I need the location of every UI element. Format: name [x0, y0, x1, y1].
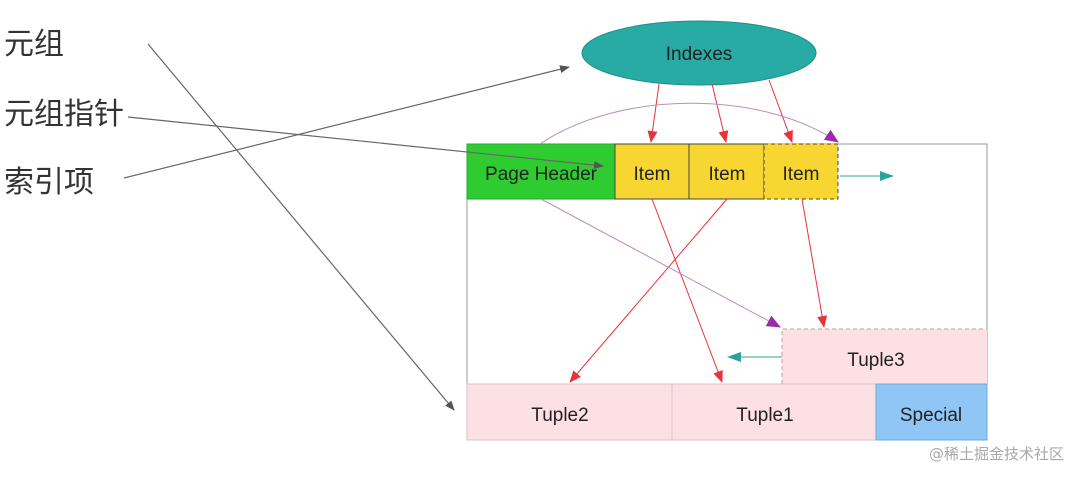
item-box-1	[614, 143, 690, 200]
arrow-label-tuple	[147, 43, 455, 411]
page-header-box	[466, 143, 616, 200]
tuple3-label: Tuple3	[847, 350, 904, 371]
indexes-node	[581, 20, 817, 86]
tuple3-box	[782, 329, 987, 384]
special-label: Special	[900, 405, 962, 426]
tuple2-box	[466, 383, 673, 441]
tuple3-border	[781, 328, 987, 384]
label-tuple: 元组	[4, 27, 64, 62]
item-label-2: Item	[709, 164, 746, 185]
tuple1-label: Tuple1	[736, 405, 793, 426]
arrow-label-index-entry	[123, 65, 570, 179]
arrow-item-1-to-tuple1	[651, 198, 723, 383]
tuple2-label: Tuple2	[531, 405, 588, 426]
arrow-index-to-item-3	[768, 79, 793, 143]
tuple1-box	[671, 383, 877, 441]
label-tuple-pointer: 元组指针	[4, 97, 124, 132]
arrow-index-to-item-2	[711, 83, 729, 143]
item-box-3	[763, 143, 839, 200]
arrow-header-to-free-end	[540, 198, 781, 328]
item-label-3: Item	[783, 164, 820, 185]
watermark: @稀土掘金技术社区	[929, 445, 1064, 463]
page-header-label: Page Header	[485, 164, 598, 185]
item-label-1: Item	[634, 164, 671, 185]
special-box	[875, 383, 988, 441]
item-box-2	[688, 143, 765, 200]
arrow-index-to-item-1	[647, 83, 660, 143]
arrow-item-3-to-tuple3	[801, 198, 828, 328]
indexes-label: Indexes	[666, 44, 733, 65]
label-index-entry: 索引项	[4, 165, 94, 200]
arrow-label-tuple-pointer	[127, 116, 604, 170]
arrow-item-2-to-tuple2	[569, 198, 728, 383]
arrow-header-to-free-start	[539, 102, 839, 145]
